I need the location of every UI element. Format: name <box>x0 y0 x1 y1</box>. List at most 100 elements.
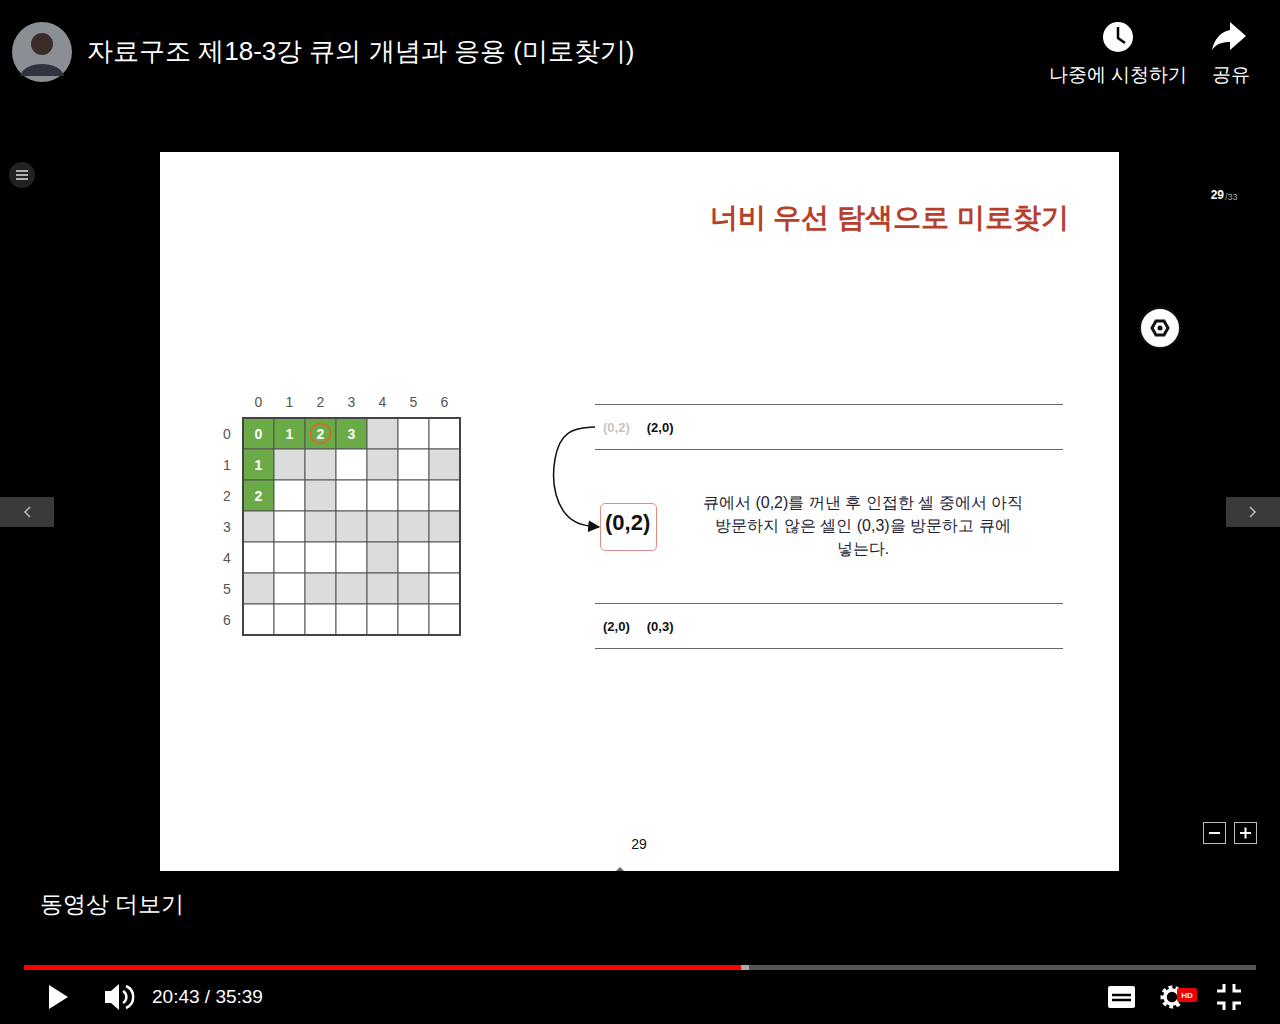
row-index: 2 <box>223 487 231 503</box>
clock-icon <box>1103 22 1133 52</box>
queue-after: (2,0) (0,3) <box>595 603 1063 649</box>
distance-number: 3 <box>348 425 356 441</box>
row-index: 0 <box>223 425 231 441</box>
queue-entry: (0,3) <box>647 619 674 634</box>
queue-before: (0,2)(2,0) <box>595 404 1063 450</box>
progress-track <box>24 965 1256 970</box>
row-index: 6 <box>223 611 231 627</box>
maze-cell <box>367 511 398 542</box>
row-index: 1 <box>223 456 231 472</box>
dequeued-cell-box: (0,2) <box>600 503 657 551</box>
maze-cell <box>305 511 336 542</box>
maze-cell <box>243 604 274 635</box>
maze-cell <box>398 542 429 573</box>
maze-cell <box>398 511 429 542</box>
next-slide-button <box>1226 497 1280 527</box>
maze-cell <box>243 511 274 542</box>
plus-icon <box>1240 828 1251 839</box>
column-index: 0 <box>255 394 263 410</box>
maze-cell <box>305 573 336 604</box>
prev-slide-button <box>0 497 54 527</box>
maze-cell <box>429 449 460 480</box>
subtitles-icon <box>1108 986 1135 1008</box>
slide-background <box>160 152 1119 871</box>
maze-cell <box>367 604 398 635</box>
hexagon-icon <box>1152 321 1168 335</box>
maze-cell <box>243 542 274 573</box>
clock-hands <box>1118 27 1125 43</box>
progress-buffer <box>741 965 749 970</box>
page-number: 29 <box>631 836 647 852</box>
maze-cell <box>429 418 460 449</box>
gear-icon <box>1165 990 1179 1004</box>
maze-cell <box>274 573 305 604</box>
maze-cell <box>274 480 305 511</box>
maze-cell <box>336 449 367 480</box>
volume-waves <box>123 986 133 1008</box>
distance-number: 2 <box>255 487 263 503</box>
slide-title: 너비 우선 탐색으로 미로찾기 <box>710 202 1069 234</box>
maze-cell <box>243 480 274 511</box>
hexagon-dot <box>1158 326 1163 331</box>
slide-number: 29 <box>1211 189 1224 203</box>
hd-badge <box>1177 988 1197 1002</box>
maze-cell <box>367 449 398 480</box>
menu-icon <box>16 171 28 179</box>
menu-button <box>9 162 35 188</box>
maze-cell <box>429 573 460 604</box>
maze-cell <box>429 542 460 573</box>
queue-entry: (2,0) <box>647 420 674 435</box>
maze-cell <box>243 418 274 449</box>
zoom-out-button <box>1204 823 1226 844</box>
current-cell-marker <box>311 424 331 444</box>
column-index: 2 <box>317 394 325 410</box>
minus-icon <box>1209 832 1220 834</box>
maze-cell <box>398 573 429 604</box>
queue-entry: (2,0) <box>603 619 630 634</box>
video-title: 자료구조 제18-3강 큐의 개념과 응용 (미로찾기) <box>87 37 634 67</box>
channel-avatar <box>12 22 72 82</box>
maze-cell <box>243 449 274 480</box>
zoom-in-button <box>1235 823 1257 844</box>
maze-cell <box>367 480 398 511</box>
slide-settings-button <box>1140 308 1180 348</box>
maze-cell <box>367 418 398 449</box>
dequeue-arrow <box>554 427 599 527</box>
distance-number: 1 <box>255 456 263 472</box>
row-index: 4 <box>223 549 231 565</box>
maze-cell <box>429 511 460 542</box>
maze-cell <box>305 604 336 635</box>
maze-cell <box>398 449 429 480</box>
maze-cell <box>274 604 305 635</box>
distance-number: 0 <box>255 425 263 441</box>
maze-cell <box>274 542 305 573</box>
distance-number: 1 <box>286 425 294 441</box>
column-index: 4 <box>379 394 387 410</box>
column-index: 1 <box>286 394 294 410</box>
share-icon <box>1212 22 1246 50</box>
maze-cell <box>398 604 429 635</box>
column-index: 3 <box>348 394 356 410</box>
row-index: 3 <box>223 518 231 534</box>
maze-cell <box>398 480 429 511</box>
slide-total: /33 <box>1225 192 1238 202</box>
maze-cell <box>336 542 367 573</box>
play-icon <box>49 985 68 1009</box>
maze-cell <box>305 480 336 511</box>
volume-icon <box>105 984 119 1010</box>
maze-cell <box>305 418 336 449</box>
distance-number: 2 <box>317 425 325 441</box>
maze-cell <box>336 573 367 604</box>
step-description: 큐에서 (0,2)를 꺼낸 후 인접한 셀 중에서 아직 방문하지 않은 셀인 … <box>703 491 1023 560</box>
maze-cell <box>305 449 336 480</box>
maze-grid <box>243 418 460 635</box>
time-display: 20:43 / 35:39 <box>152 986 263 1008</box>
maze-cell <box>367 542 398 573</box>
fullscreen-exit-icon <box>1217 984 1241 1010</box>
share-label: 공유 <box>1212 64 1250 86</box>
watch-later-label: 나중에 시청하기 <box>1049 64 1187 86</box>
maze-cell <box>336 480 367 511</box>
column-index: 6 <box>441 394 449 410</box>
maze-cell <box>305 542 336 573</box>
avatar-head <box>31 33 53 55</box>
